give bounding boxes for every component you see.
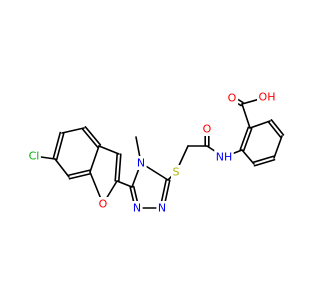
- atom-label-layer: Cl O N N N S O NH O OH: [27, 90, 277, 215]
- bond: [252, 155, 275, 164]
- bond: [273, 135, 283, 159]
- bond: [253, 158, 276, 167]
- bond: [242, 127, 253, 152]
- bond: [114, 153, 119, 182]
- bond: [54, 158, 70, 178]
- atom-label-background: [156, 201, 168, 215]
- atom-label-background: [214, 150, 234, 164]
- bond: [52, 131, 62, 160]
- atom-label-oh-acid: OH: [259, 91, 276, 104]
- atom-label-background: [201, 122, 214, 136]
- atom-label-background: [97, 197, 110, 211]
- atom-label-background: [226, 91, 239, 105]
- atom-label-background: [135, 156, 147, 170]
- atom-label-n-a: N: [133, 202, 141, 215]
- molecule-structure-drawing: Cl O N N N S O NH O OH: [27, 90, 285, 215]
- atom-label-n-amide: NH: [216, 151, 233, 164]
- atom-label-n-b: N: [158, 202, 166, 215]
- bond: [241, 149, 255, 165]
- bond: [89, 145, 100, 173]
- atom-label-background: [257, 90, 277, 104]
- bond: [117, 153, 122, 182]
- bond: [67, 169, 91, 177]
- atom-label-background: [171, 165, 182, 179]
- bond: [241, 103, 251, 129]
- bond: [81, 128, 99, 148]
- bond-layer: [33, 95, 285, 210]
- atom-label-cl: Cl: [29, 150, 40, 163]
- bond: [270, 119, 285, 136]
- bond: [68, 172, 92, 180]
- atom-label-n-methyl: N: [137, 157, 145, 170]
- atom-label-o-amide: O: [203, 123, 212, 136]
- bond: [84, 126, 102, 146]
- atom-label-o-furan: O: [99, 198, 108, 211]
- atom-label-s: S: [173, 166, 180, 179]
- bond: [55, 132, 65, 161]
- bond: [98, 145, 120, 155]
- atom-label-o-acid: O: [228, 92, 237, 105]
- bond: [116, 180, 133, 188]
- bond: [239, 126, 250, 151]
- bond: [61, 127, 85, 134]
- atom-label-background: [131, 201, 143, 215]
- bond: [267, 121, 282, 138]
- bond: [249, 120, 271, 129]
- atom-label-background: [27, 149, 41, 163]
